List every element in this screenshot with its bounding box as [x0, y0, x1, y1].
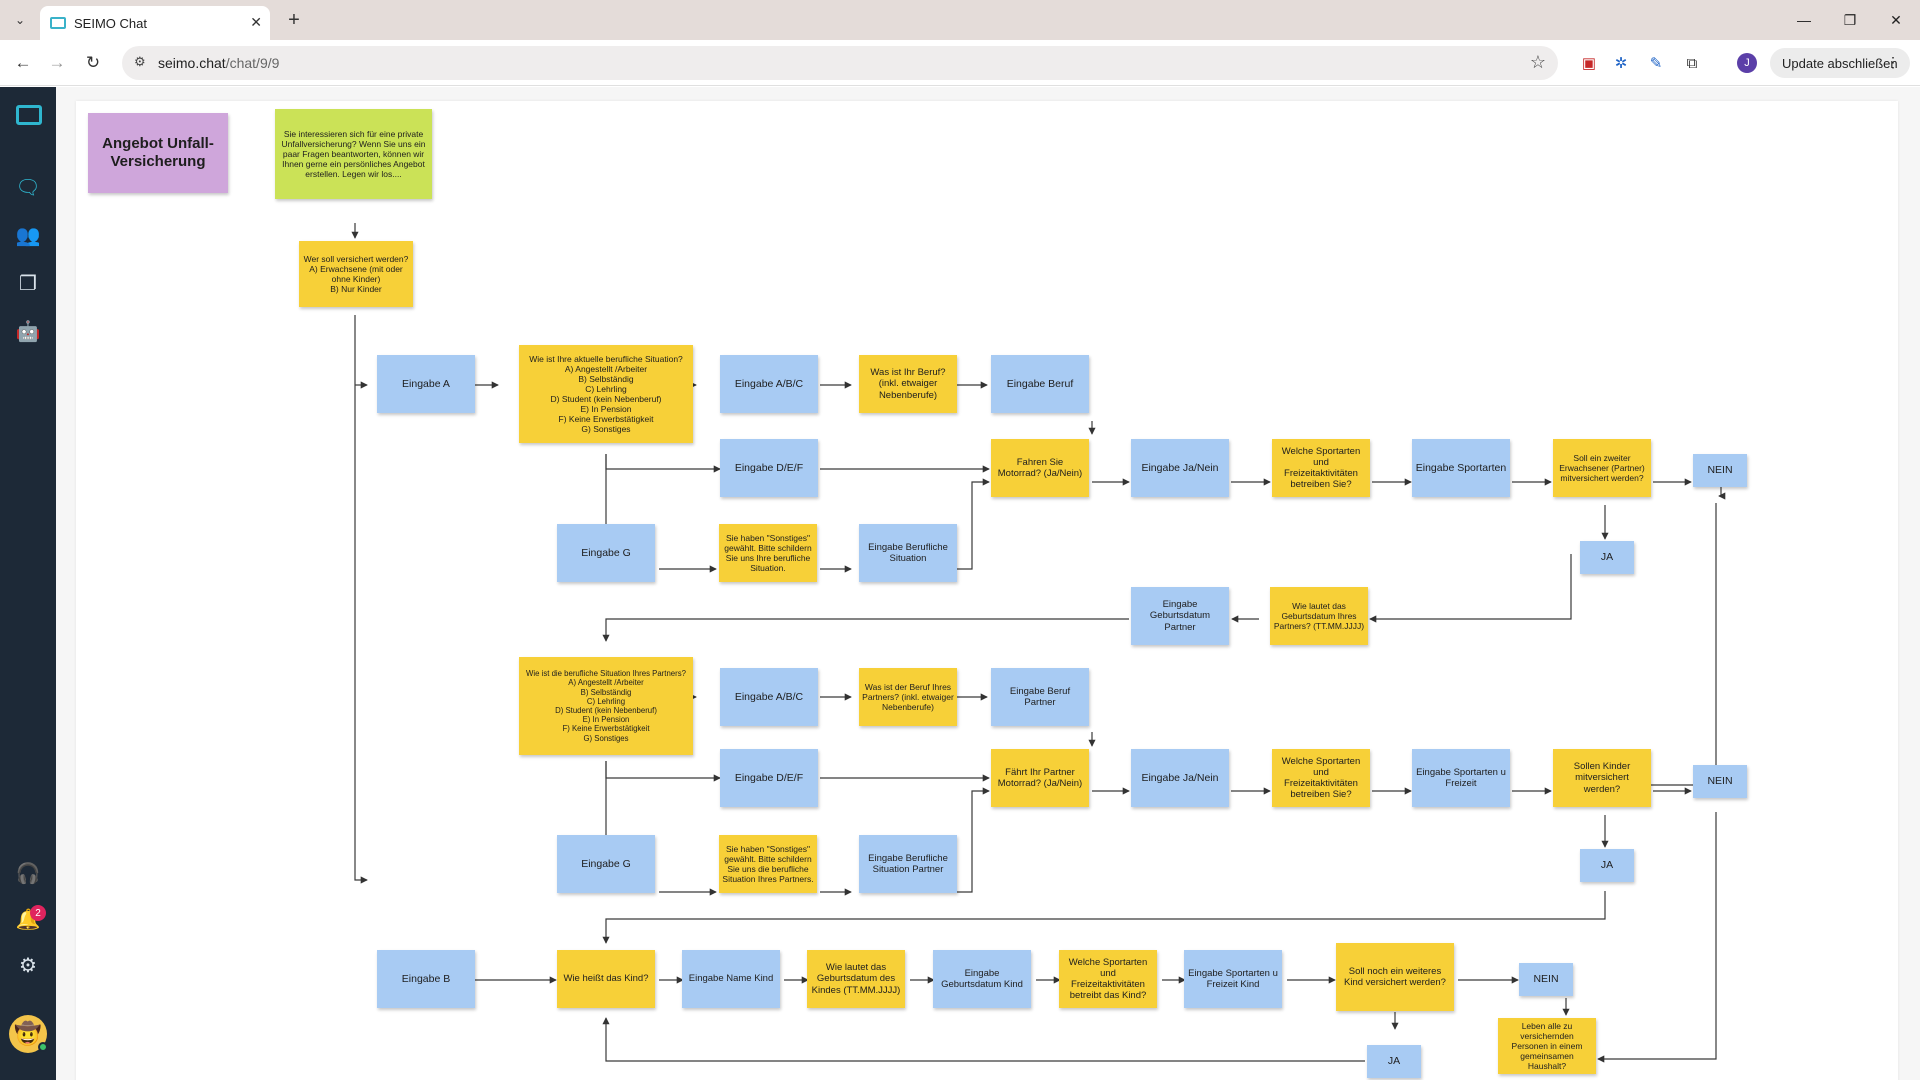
answer-nein-note[interactable]: NEIN — [1693, 454, 1747, 487]
connector — [602, 618, 1129, 642]
question-motorrad-note[interactable]: Fahren Sie Motorrad? (Ja/Nein) — [991, 439, 1089, 497]
answer-nein-3-note[interactable]: NEIN — [1519, 963, 1573, 996]
question-beruf-partner-note[interactable]: Was ist der Beruf Ihres Partners? (inkl.… — [859, 668, 957, 726]
seimo-logo-icon[interactable] — [16, 105, 42, 125]
question-job-partner-note[interactable]: Wie ist die berufliche Situation Ihres P… — [519, 657, 693, 755]
question-sport-partner-note[interactable]: Welche Sportarten und Freizeitaktivitäte… — [1272, 749, 1370, 807]
tab-search-chevron-icon[interactable]: ⌄ — [14, 13, 26, 27]
input-sport-kind-note[interactable]: Eingabe Sportarten u Freizeit Kind — [1184, 950, 1282, 1008]
flowchart-connectors — [351, 223, 1726, 1063]
connector — [354, 315, 368, 884]
window-close-icon[interactable]: ✕ — [1890, 11, 1902, 28]
connector — [605, 761, 721, 782]
question-second-adult-note[interactable]: Soll ein zweiter Erwachsener (Partner) m… — [1553, 439, 1651, 497]
input-g-note[interactable]: Eingabe G — [557, 524, 655, 582]
input-janein-partner-note[interactable]: Eingabe Ja/Nein — [1131, 749, 1229, 807]
question-kind-name-note[interactable]: Wie heißt das Kind? — [557, 950, 655, 1008]
input-berufliche-situation-partner-note[interactable]: Eingabe Berufliche Situation Partner — [859, 835, 957, 893]
connector — [1369, 554, 1572, 623]
minimize-icon[interactable]: — — [1797, 12, 1811, 28]
flowchart-canvas[interactable]: Angebot Unfall- Versicherung Sie interes… — [56, 87, 1920, 1080]
answer-ja-3-note[interactable]: JA — [1367, 1045, 1421, 1078]
settings-gear-icon[interactable]: ⚙ — [19, 954, 37, 977]
back-arrow-icon[interactable]: ← — [14, 53, 32, 72]
question-who-note[interactable]: Wer soll versichert werden? A) Erwachsen… — [299, 241, 413, 307]
question-sport-kind-note[interactable]: Welche Sportarten und Freizeitaktivitäte… — [1059, 950, 1157, 1008]
input-def-partner-note[interactable]: Eingabe D/E/F — [720, 749, 818, 807]
tab-close-icon[interactable]: ✕ — [250, 14, 262, 30]
extension-gear-icon[interactable]: ✲ — [1614, 55, 1628, 72]
question-motorrad-partner-note[interactable]: Fährt Ihr Partner Motorrad? (Ja/Nein) — [991, 749, 1089, 807]
profile-avatar[interactable]: J — [1737, 53, 1757, 73]
reload-icon[interactable]: ↻ — [85, 53, 101, 72]
input-sport-note[interactable]: Eingabe Sportarten — [1412, 439, 1510, 497]
input-sport-freizeit-note[interactable]: Eingabe Sportarten u Freizeit — [1412, 749, 1510, 807]
address-bar[interactable]: ⚙ seimo.chat/chat/9/9 ☆ — [122, 46, 1558, 80]
extension-alert-icon[interactable]: ▣ — [1581, 55, 1597, 72]
tab-title: SEIMO Chat — [74, 15, 147, 31]
input-abc-note[interactable]: Eingabe A/B/C — [720, 355, 818, 413]
connector — [602, 891, 1606, 944]
answer-ja-note[interactable]: JA — [1580, 541, 1634, 574]
intro-note[interactable]: Sie interessieren sich für eine private … — [275, 109, 432, 199]
question-geburtsdatum-partner-note[interactable]: Wie lautet das Geburtsdatum Ihres Partne… — [1270, 587, 1368, 645]
update-label: Update abschließen — [1782, 55, 1898, 71]
extension-pin-icon[interactable]: ✎ — [1649, 55, 1663, 72]
input-abc-partner-note[interactable]: Eingabe A/B/C — [720, 668, 818, 726]
input-a-note[interactable]: Eingabe A — [377, 355, 475, 413]
browser-tab[interactable]: SEIMO Chat ✕ — [40, 6, 270, 40]
contacts-icon[interactable]: 👥 — [15, 224, 41, 247]
app-sidebar: 🗨 👥 ❐ 🤖 🎧 🔔 2 ⚙ 🤠 — [0, 87, 56, 1080]
seimo-favicon-icon — [50, 17, 66, 29]
input-janein-note[interactable]: Eingabe Ja/Nein — [1131, 439, 1229, 497]
flow-title-note[interactable]: Angebot Unfall- Versicherung — [88, 113, 228, 193]
update-button[interactable]: Update abschließen ⋮ — [1770, 48, 1910, 78]
question-sport-note[interactable]: Welche Sportarten und Freizeitaktivitäte… — [1272, 439, 1370, 497]
notification-badge: 2 — [30, 905, 46, 921]
input-beruf-partner-note[interactable]: Eingabe Beruf Partner — [991, 668, 1089, 726]
documents-icon[interactable]: ❐ — [19, 272, 37, 295]
browser-toolbar: ← → ↻ ⚙ seimo.chat/chat/9/9 ☆ ▣ ✲ ✎ ⧉ J … — [0, 40, 1920, 86]
user-avatar[interactable]: 🤠 — [9, 1015, 48, 1053]
question-kinder-note[interactable]: Sollen Kinder mitversichert werden? — [1553, 749, 1651, 807]
online-status-dot — [38, 1042, 48, 1052]
new-tab-plus-icon[interactable]: + — [288, 8, 300, 31]
question-weiteres-kind-note[interactable]: Soll noch ein weiteres Kind versichert w… — [1336, 943, 1454, 1011]
question-beruf-note[interactable]: Was ist Ihr Beruf? (inkl. etwaiger Neben… — [859, 355, 957, 413]
question-job-note[interactable]: Wie ist Ihre aktuelle berufliche Situati… — [519, 345, 693, 443]
answer-nein-2-note[interactable]: NEIN — [1693, 765, 1747, 798]
site-info-icon[interactable]: ⚙ — [134, 54, 146, 69]
connector — [954, 478, 990, 570]
connector — [954, 787, 990, 893]
input-geburtsdatum-partner-note[interactable]: Eingabe Geburtsdatum Partner — [1131, 587, 1229, 645]
restore-icon[interactable]: ❐ — [1843, 11, 1857, 28]
browser-tab-bar: ⌄ SEIMO Chat ✕ + — ❐ ✕ — [0, 0, 1920, 40]
forward-arrow-icon[interactable]: → — [48, 53, 66, 72]
url-text: seimo.chat/chat/9/9 — [158, 55, 280, 71]
question-geburtsdatum-kind-note[interactable]: Wie lautet das Geburtsdatum des Kindes (… — [807, 950, 905, 1008]
question-sonstiges-partner-note[interactable]: Sie haben "Sonstiges" gewählt. Bitte sch… — [719, 835, 817, 893]
input-beruf-note[interactable]: Eingabe Beruf — [991, 355, 1089, 413]
question-haushalt-note[interactable]: Leben alle zu versichernden Personen in … — [1498, 1018, 1596, 1074]
connector — [602, 1017, 1365, 1062]
input-berufliche-situation-note[interactable]: Eingabe Berufliche Situation — [859, 524, 957, 582]
input-name-kind-note[interactable]: Eingabe Name Kind — [682, 950, 780, 1008]
connector — [605, 454, 721, 473]
answer-ja-2-note[interactable]: JA — [1580, 849, 1634, 882]
question-sonstiges-note[interactable]: Sie haben "Sonstiges" gewählt. Bitte sch… — [719, 524, 817, 582]
input-def-note[interactable]: Eingabe D/E/F — [720, 439, 818, 497]
headset-icon[interactable]: 🎧 — [15, 862, 41, 885]
connector — [1597, 812, 1717, 1063]
flowchart-board: Angebot Unfall- Versicherung Sie interes… — [76, 101, 1898, 1080]
input-g-partner-note[interactable]: Eingabe G — [557, 835, 655, 893]
input-geburtsdatum-kind-note[interactable]: Eingabe Geburtsdatum Kind — [933, 950, 1031, 1008]
extensions-puzzle-icon[interactable]: ⧉ — [1686, 54, 1698, 72]
input-b-note[interactable]: Eingabe B — [377, 950, 475, 1008]
bookmark-star-icon[interactable]: ☆ — [1529, 52, 1546, 72]
bot-icon[interactable]: 🤖 — [15, 320, 41, 343]
menu-dots-icon[interactable]: ⋮ — [1886, 54, 1900, 70]
chat-icon[interactable]: 🗨 — [15, 176, 41, 199]
